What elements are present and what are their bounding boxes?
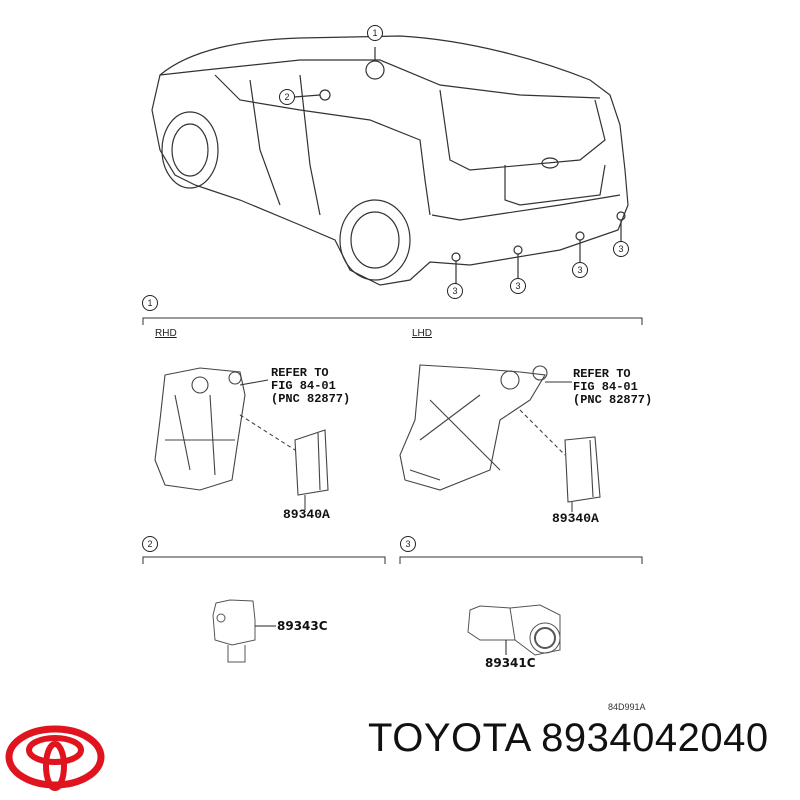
part-number-89343c: 89343C xyxy=(277,619,328,633)
sensor-89343c xyxy=(212,599,276,663)
part-number-lhd: 89340A xyxy=(552,511,599,526)
rhd-label: RHD xyxy=(155,328,177,339)
mounting-bracket-lhd xyxy=(399,364,601,512)
refer-note-rhd: REFER TO FIG 84-01 (PNC 82877) xyxy=(271,366,351,406)
callout-3: 3 xyxy=(613,241,629,257)
section-1-number: 1 xyxy=(142,295,158,311)
brand-caption: TOYOTA 8934042040 xyxy=(368,716,769,760)
vehicle-illustration xyxy=(151,35,629,286)
callout-1: 1 xyxy=(367,25,383,41)
refer-note-lhd: REFER TO FIG 84-01 (PNC 82877) xyxy=(573,367,653,407)
sensor-89341c xyxy=(467,604,561,656)
callout-3: 3 xyxy=(447,283,463,299)
mounting-bracket-rhd xyxy=(154,367,329,510)
figure-code: 84D991A xyxy=(608,702,646,712)
part-number-89341c: 89341C xyxy=(485,656,536,670)
section-3-number: 3 xyxy=(400,536,416,552)
section-2-number: 2 xyxy=(142,536,158,552)
callout-2: 2 xyxy=(279,89,295,105)
callout-3: 3 xyxy=(572,262,588,278)
callout-3: 3 xyxy=(510,278,526,294)
section-brackets xyxy=(142,317,643,564)
part-number-rhd: 89340A xyxy=(283,507,330,522)
toyota-logo xyxy=(5,725,105,791)
lhd-label: LHD xyxy=(412,328,433,339)
